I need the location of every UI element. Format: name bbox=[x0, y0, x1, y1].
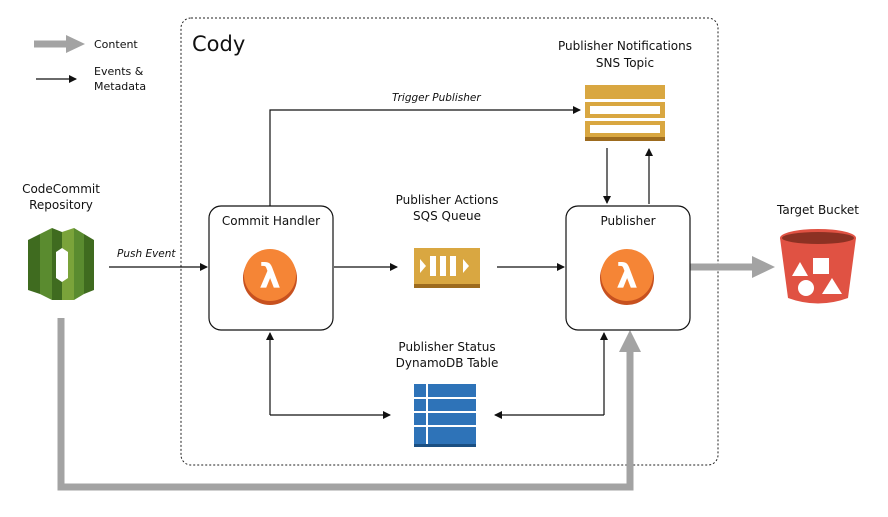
cody-group-title: Cody bbox=[192, 32, 246, 56]
dynamodb-table-icon[interactable] bbox=[414, 384, 476, 447]
lambda-icon: λ bbox=[243, 249, 297, 305]
commit-handler-label: Commit Handler bbox=[221, 214, 321, 228]
dynamodb-label-line1: Publisher Status bbox=[398, 340, 496, 354]
legend-events-label-line1: Events & bbox=[94, 65, 144, 78]
target-bucket-label: Target Bucket bbox=[777, 203, 859, 217]
publisher-label: Publisher bbox=[600, 214, 656, 228]
codecommit-label-line1: CodeCommit bbox=[22, 182, 100, 196]
legend-content-label: Content bbox=[94, 38, 138, 51]
sqs-label-line1: Publisher Actions bbox=[395, 193, 499, 207]
sqs-queue-icon[interactable] bbox=[414, 248, 480, 288]
legend-events-label-line2: Metadata bbox=[94, 80, 147, 93]
content-path-codecommit-to-publisher bbox=[57, 318, 634, 491]
push-event-label: Push Event bbox=[117, 248, 176, 260]
legend-content-arrow bbox=[34, 35, 85, 53]
s3-bucket-icon[interactable] bbox=[780, 229, 856, 304]
cody-group-boundary bbox=[180, 17, 719, 466]
sns-label-line2: SNS Topic bbox=[595, 56, 655, 70]
svg-text:λ: λ bbox=[259, 257, 281, 297]
edge-trigger-publisher bbox=[269, 106, 581, 206]
sns-topic-icon[interactable] bbox=[585, 85, 665, 141]
codecommit-label-line2: Repository bbox=[29, 198, 93, 212]
content-arrowhead-bucket bbox=[752, 256, 775, 278]
lambda-icon: λ bbox=[600, 249, 654, 305]
sns-label-line1: Publisher Notifications bbox=[557, 39, 692, 53]
trigger-publisher-label: Trigger Publisher bbox=[392, 92, 481, 104]
sqs-label-line2: SQS Queue bbox=[413, 209, 481, 223]
dynamodb-label-line2: DynamoDB Table bbox=[395, 356, 499, 370]
svg-text:λ: λ bbox=[616, 257, 638, 297]
codecommit-icon[interactable] bbox=[28, 228, 94, 300]
content-arrowhead-publisher bbox=[619, 330, 641, 352]
